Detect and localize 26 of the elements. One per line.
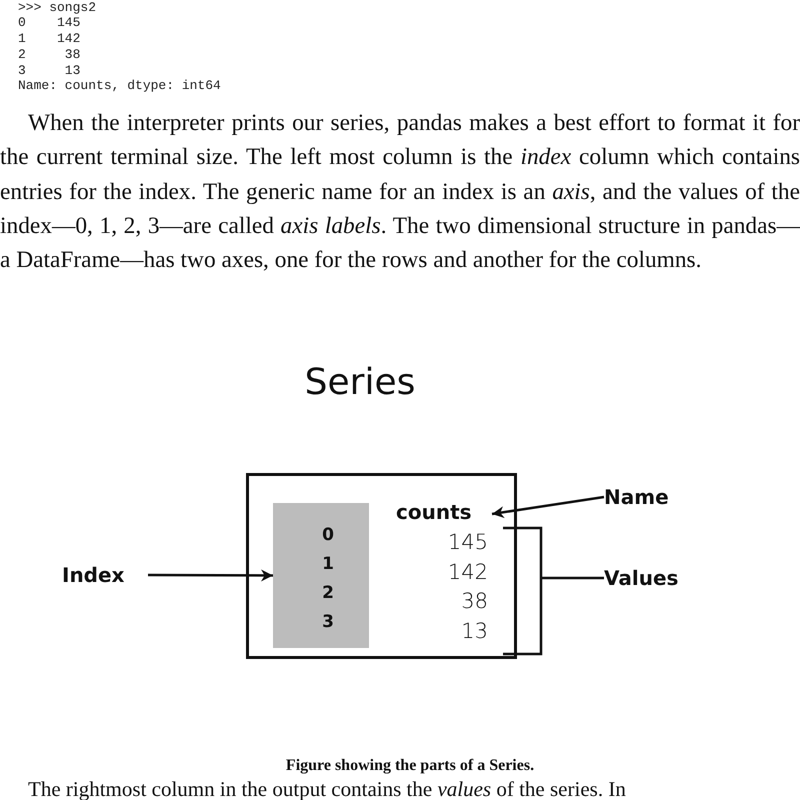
- code-line: 0 145: [18, 15, 80, 31]
- code-line: >>> songs2: [18, 0, 96, 16]
- figure-caption: Figure showing the parts of a Series.: [284, 757, 536, 775]
- value-label: 38: [460, 588, 488, 615]
- callout-label: Name: [604, 484, 670, 511]
- code-line: 1 142: [18, 31, 80, 47]
- index-column: [273, 503, 369, 648]
- arrow: [148, 569, 273, 582]
- index-label: 2: [321, 582, 335, 605]
- index-label: 3: [321, 611, 335, 634]
- callout-label: Index: [62, 562, 126, 589]
- value-label: 13: [460, 618, 488, 644]
- series-frame: [246, 473, 517, 659]
- index-label: 0: [321, 524, 335, 547]
- code-line: Name: counts, dtype: int64: [18, 78, 221, 94]
- arrow: [492, 496, 604, 518]
- callout-label: Values: [604, 565, 680, 592]
- value-label: 142: [446, 558, 488, 586]
- series-name: counts: [396, 499, 473, 526]
- code-line: 3 13: [18, 63, 80, 79]
- value-label: 145: [446, 529, 488, 556]
- figure-title: Series: [304, 362, 416, 403]
- bracket-leader: [502, 526, 606, 656]
- index-label: 1: [321, 553, 335, 576]
- paragraph: When the interpreter prints our series, pandas makes a best effort to format it for the current terminal size. The left most column is the index column which contains entries for the index. The generic name for an index is an axis, and the values of the index—0, 1, 2, 3—are called axis labels. The two dimensional structure in pandas—a DataFrame—has two axes, one for the rows and another for the columns.: [0, 109, 800, 276]
- code-line: 2 38: [18, 47, 80, 63]
